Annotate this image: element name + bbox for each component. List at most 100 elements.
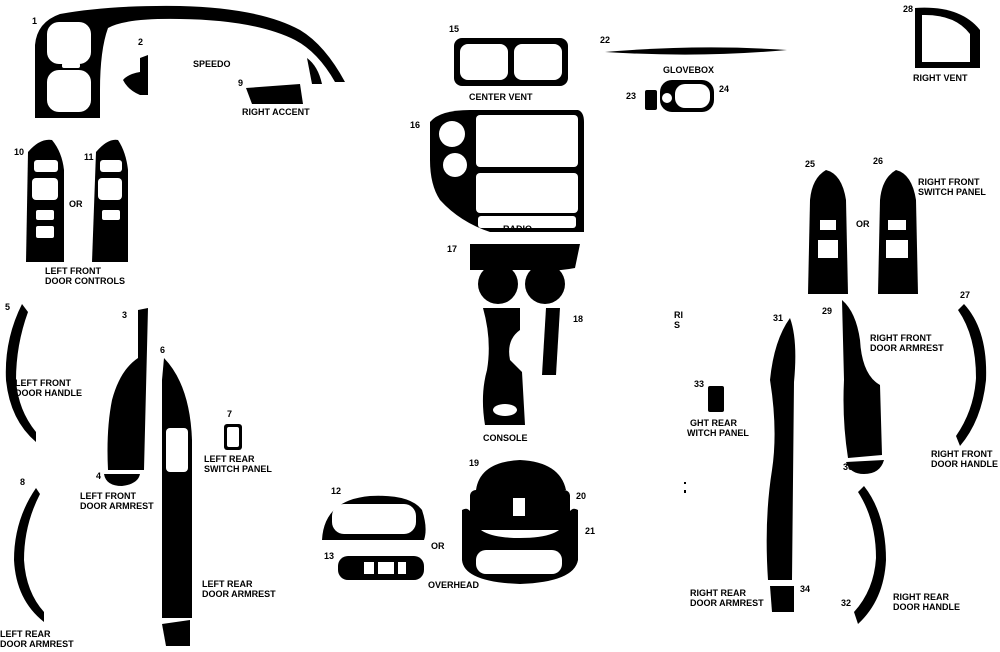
piece-12-overhead [322,495,426,540]
piece-24 [660,80,714,112]
part-number-15: 15 [449,24,460,34]
piece-19-shifter [470,460,570,530]
label-overhead: OVERHEAD [428,580,480,590]
piece-10-left-door-control [26,139,64,262]
label-right-rear-door-armrest-line2: DOOR ARMREST [690,598,764,608]
piece-4-left-front-armrest-end [104,474,140,486]
label-left-rear-door-armrest-line2: DOOR ARMREST [202,589,276,599]
part-number-26: 26 [873,156,884,166]
piece-27-right-front-door-handle [956,304,987,446]
label-or-overhead: OR [431,541,445,551]
label-right-rear-door-handle-line1: RIGHT REAR [893,592,949,602]
piece-2-speedo-accent [123,55,148,95]
piece-33-right-rear-switch [708,386,724,412]
label-center-vent: CENTER VENT [469,92,533,102]
label-right-rear-door-armrest-line1: RIGHT REAR [690,588,746,598]
part-number-25: 25 [805,159,816,169]
label-left-rear-door-armrest-line1: LEFT REAR [202,579,253,589]
part-number-30: 30 [843,462,854,472]
part-number-20: 20 [576,491,587,501]
part-number-13: 13 [324,551,335,561]
label-left-front-door-armrest-line1: LEFT FRONT [80,491,136,501]
piece-28-right-vent [915,7,980,69]
piece-23 [645,90,657,110]
piece-8-left-rear-handle [14,488,44,622]
piece-5-left-front-door-handle [5,304,36,442]
part-number-31: 31 [773,313,784,323]
piece-31-right-rear-armrest [766,318,796,612]
piece-13-overhead-alt [338,556,424,580]
label-radio: RADIO [503,224,532,234]
part-number-28: 28 [903,4,914,14]
label-right-vent: RIGHT VENT [913,73,968,83]
part-number-9: 9 [238,78,244,88]
part-number-1: 1 [32,16,38,26]
label-ri-line2: S [674,320,681,330]
part-number-12: 12 [331,486,342,496]
label-right-front-door-armrest-line2: DOOR ARMREST [870,343,944,353]
piece-1-dash-bezel [35,5,345,118]
label-left-front-door-handle-line1: LEFT FRONT [15,378,71,388]
part-number-33: 33 [694,379,705,389]
label-left-rear-armrest-line2: DOOR ARMREST [0,639,74,649]
piece-9-right-accent [246,84,303,104]
part-number-2: 2 [138,37,144,47]
piece-26-right-switch-alt [878,170,918,294]
piece-15-center-vent [454,38,568,86]
label-ri-line1: RI [674,310,683,320]
label-left-front-door-controls-line1: LEFT FRONT [45,266,101,276]
piece-console [482,308,525,425]
label-left-rear-switch-panel-line2: SWITCH PANEL [204,464,272,474]
part-number-3: 3 [122,310,128,320]
piece-32-right-rear-door-handle [854,486,886,624]
label-right-front-switch-panel-line1: RIGHT FRONT [918,177,980,187]
label-right-front-door-handle-line1: RIGHT FRONT [931,449,993,459]
label-left-front-door-handle-line2: DOOR HANDLE [15,388,82,398]
piece-18 [542,308,560,375]
part-number-18: 18 [573,314,584,324]
piece-11-left-door-control-alt [92,139,128,262]
part-number-32: 32 [841,598,852,608]
part-number-19: 19 [469,458,480,468]
label-glovebox: GLOVEBOX [663,65,715,75]
piece-16-radio-bezel [430,110,584,232]
label-console: CONSOLE [483,433,528,443]
part-number-24: 24 [719,84,730,94]
part-number-11: 11 [84,152,94,162]
part-number-10: 10 [14,147,25,157]
part-number-8: 8 [20,477,26,487]
label-right-front-door-handle-line2: DOOR HANDLE [931,459,998,469]
part-number-16: 16 [410,120,421,130]
label-right-front-door-armrest-line1: RIGHT FRONT [870,333,932,343]
part-number-29: 29 [822,306,833,316]
piece-22-glovebox-strip [605,47,787,55]
piece-17-radio-lower [470,244,580,304]
part-number-34: 34 [800,584,811,594]
piece-25-right-switch [808,170,848,294]
part-number-7: 7 [227,409,233,419]
label-right-rear-switch-panel-line1: GHT REAR [690,418,737,428]
label-right-front-switch-panel-line2: SWITCH PANEL [918,187,986,197]
label-right-rear-switch-panel-line2: WITCH PANEL [687,428,749,438]
part-number-6: 6 [160,345,166,355]
part-number-4: 4 [96,471,102,481]
piece-3-left-front-armrest [107,308,148,470]
piece-21-shifter-lower [462,508,578,584]
label-left-rear-armrest-line1: LEFT REAR [0,629,51,639]
label-left-front-door-controls-line2: DOOR CONTROLS [45,276,125,286]
part-number-17: 17 [447,244,458,254]
label-or-right-switch: OR [856,219,870,229]
label-right-accent: RIGHT ACCENT [242,107,310,117]
label-or-left-controls: OR [69,199,83,209]
label-left-front-door-armrest-line2: DOOR ARMREST [80,501,154,511]
part-number-27: 27 [960,290,971,300]
part-number-23: 23 [626,91,637,101]
label-right-rear-door-handle-line2: DOOR HANDLE [893,602,960,612]
label-speedo: SPEEDO [193,59,231,69]
part-number-21: 21 [585,526,596,536]
piece-29-right-front-armrest [842,300,884,474]
piece-6-left-rear-armrest [162,358,192,646]
piece-7-left-rear-switch [224,424,242,450]
